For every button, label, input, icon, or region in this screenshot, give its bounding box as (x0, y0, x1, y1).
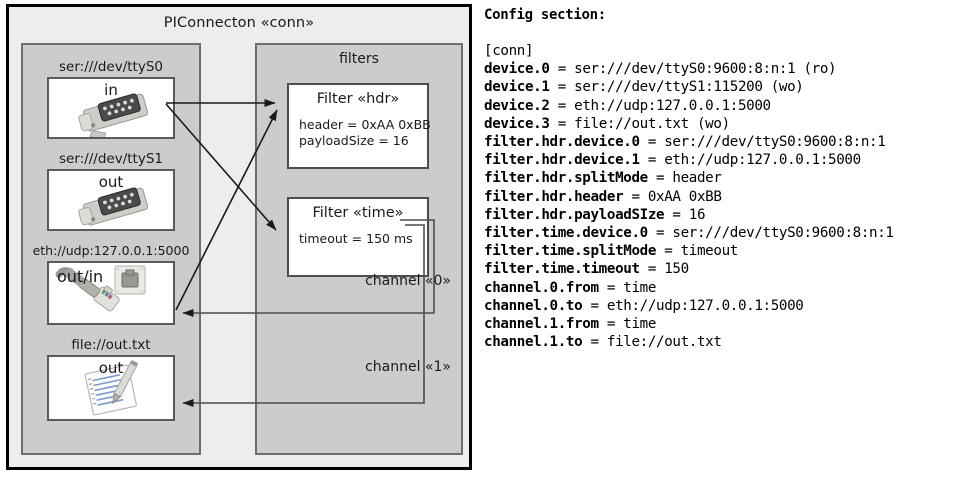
device-label-ttys1: ser:///dev/ttyS1 (59, 151, 163, 167)
config-line: channel.1.from = time (484, 316, 657, 333)
device-direction-eth: out/in (57, 267, 104, 286)
device-box-file[interactable]: out (47, 355, 175, 421)
filter-box-time[interactable]: Filter «time» timeout = 150 ms (287, 197, 429, 277)
config-line: filter.hdr.splitMode = header (484, 170, 722, 187)
page-title: PIConnecton «conn» (163, 15, 315, 31)
devices-panel: ser:///dev/ttyS0 in (21, 43, 201, 455)
device-direction-ttys0: in (104, 81, 118, 99)
filter-title-time: Filter «time» (312, 205, 404, 221)
device-label-ttys0: ser:///dev/ttyS0 (59, 59, 163, 75)
channel-label-1: channel «1» (365, 359, 451, 375)
device-box-eth[interactable]: out/in (47, 261, 175, 325)
config-line: device.0 = ser:///dev/ttyS0:9600:8:n:1 (… (484, 61, 837, 78)
config-line: filter.hdr.header = 0xAA 0xBB (484, 188, 722, 205)
config-line: device.3 = file://out.txt (wo) (484, 115, 730, 132)
config-line: filter.time.splitMode = timeout (484, 243, 738, 260)
config-line: [conn] (484, 43, 534, 59)
filter-attrs-time: timeout = 150 ms (299, 231, 413, 246)
config-line: device.2 = eth://udp:127.0.0.1:5000 (484, 97, 771, 114)
filter-attrs-hdr: header = 0xAA 0xBB payloadSize = 16 (299, 117, 431, 148)
config-line: device.1 = ser:///dev/ttyS1:115200 (wo) (484, 79, 804, 96)
config-line: filter.time.device.0 = ser:///dev/ttyS0:… (484, 225, 894, 242)
device-label-file: file://out.txt (71, 337, 151, 353)
config-line: filter.hdr.device.1 = eth://udp:127.0.0.… (484, 152, 861, 169)
config-line: filter.hdr.payloadSIze = 16 (484, 206, 706, 223)
filter-box-hdr[interactable]: Filter «hdr» header = 0xAA 0xBB payloadS… (287, 83, 431, 169)
device-label-eth: eth://udp:127.0.0.1:5000 (32, 243, 190, 258)
config-line: channel.0.to = eth://udp:127.0.0.1:5000 (484, 297, 804, 314)
serial-port-icon (78, 187, 149, 226)
device-direction-ttys1: out (98, 173, 124, 191)
filters-panel-title: filters (339, 51, 379, 67)
filter-title-hdr: Filter «hdr» (316, 91, 400, 107)
device-direction-file: out (98, 359, 124, 377)
config-line: filter.hdr.device.0 = ser:///dev/ttyS0:9… (484, 134, 886, 151)
config-heading: Config section: (484, 7, 606, 23)
serial-port-icon (78, 93, 149, 137)
device-box-ttys0[interactable]: in (47, 77, 175, 139)
config-line: channel.0.from = time (484, 279, 657, 296)
diagram-outer-frame: PIConnecton «conn» ser:///dev/ttyS0 in (6, 4, 472, 470)
config-lines: [conn] device.0 = ser:///dev/ttyS0:9600:8… (484, 42, 894, 351)
config-line: filter.time.timeout = 150 (484, 261, 689, 278)
config-section: Config section: [conn] device.0 = ser:///… (478, 0, 964, 484)
filters-panel: filters Filter «hdr» header = 0xAA 0xBB … (255, 43, 463, 455)
config-line: channel.1.to = file://out.txt (484, 334, 722, 351)
device-box-ttys1[interactable]: out (47, 169, 175, 231)
connection-diagram: PIConnecton «conn» ser:///dev/ttyS0 in (0, 0, 478, 484)
ethernet-jack-icon (55, 265, 146, 312)
text-document-icon (84, 359, 139, 416)
channel-label-0: channel «0» (365, 273, 451, 289)
